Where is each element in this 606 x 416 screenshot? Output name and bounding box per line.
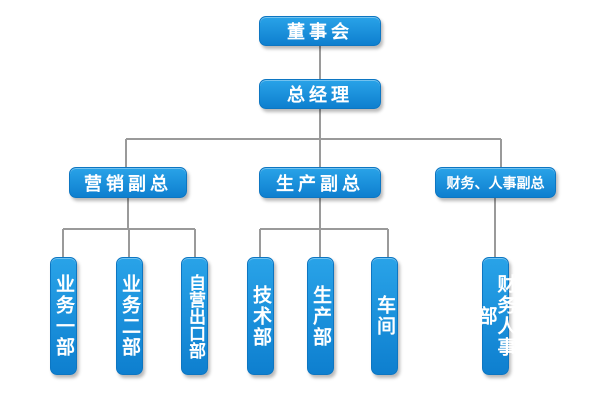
vp-production-box: 生产副总	[259, 167, 381, 198]
dept-business-2-box: 业务二部	[116, 257, 143, 375]
dept-workshop-box: 车间	[371, 257, 398, 375]
dept-production-box: 生产部	[307, 257, 334, 375]
vp-marketing-box: 营销副总	[69, 167, 187, 198]
dept-business-1-box: 业务一部	[50, 257, 77, 375]
vp-marketing-label: 营销副总	[84, 173, 172, 195]
vp-production-label: 生产副总	[276, 173, 364, 195]
dept-export-box: 自营出口部	[181, 257, 208, 375]
dept-finance-hr-box: 财务人事部	[476, 257, 517, 375]
dept-technology-box: 技术部	[247, 257, 274, 375]
dept-export-label: 自营出口部	[185, 273, 205, 359]
dept-workshop-label: 车间	[374, 295, 396, 337]
dept-production-label: 生产部	[310, 284, 332, 348]
vp-finance-hr-box: 财务、人事副总	[435, 167, 556, 198]
vp-finance-hr-label: 财务、人事副总	[446, 175, 545, 192]
dept-business-2-label: 业务二部	[119, 274, 141, 358]
board-label: 董事会	[287, 22, 353, 43]
general-manager-box: 总经理	[259, 79, 381, 109]
dept-finance-hr-label: 财务人事部	[475, 274, 517, 358]
general-manager-label: 总经理	[287, 85, 353, 106]
board-box: 董事会	[259, 16, 381, 46]
dept-business-1-label: 业务一部	[53, 274, 75, 358]
dept-technology-label: 技术部	[250, 284, 272, 348]
